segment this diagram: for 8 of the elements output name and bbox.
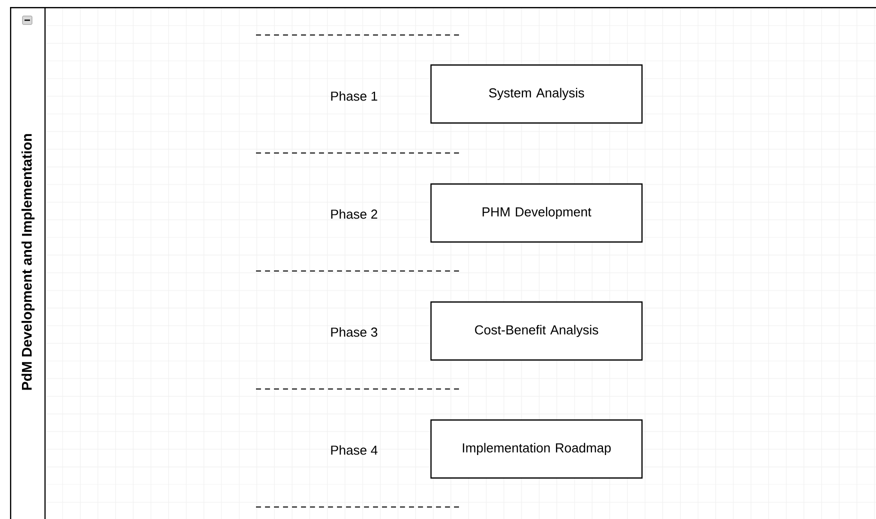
phase-label: Phase 4 [331, 445, 378, 455]
phase-label: Phase 2 [331, 209, 378, 219]
process-box: Cost-Benefit Analysis [430, 301, 643, 361]
process-box: System Analysis [430, 64, 643, 124]
phase-label: Phase 1 [331, 91, 378, 101]
process-box: PHM Development [430, 183, 643, 243]
process-box: Implementation Roadmap [430, 419, 643, 479]
phase-label: Phase 3 [331, 327, 378, 337]
